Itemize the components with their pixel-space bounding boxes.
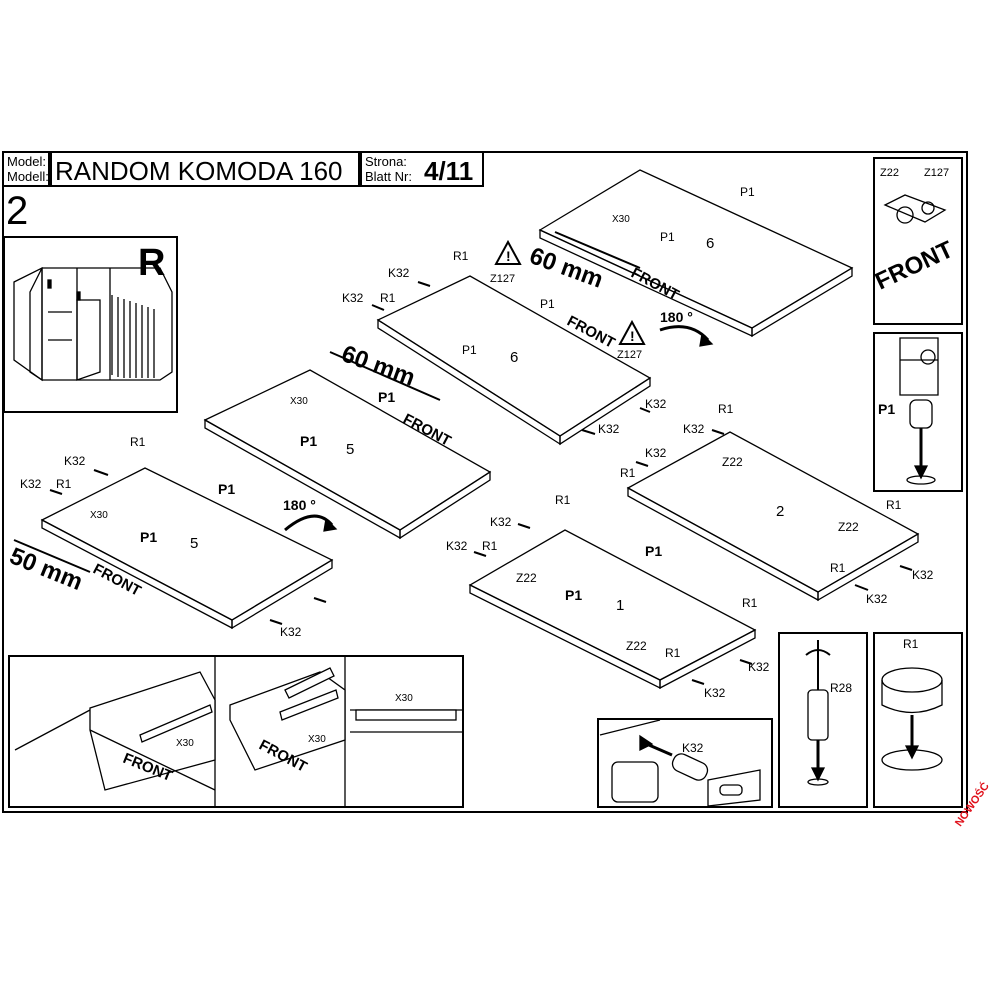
panel-number-6: 6 <box>510 349 518 366</box>
rotate-180-left: 180 ° <box>283 497 316 513</box>
k32-label: K32 <box>490 515 512 529</box>
preview-side-label: R <box>138 242 165 284</box>
drawing-frame <box>2 151 968 813</box>
k32-label: K32 <box>64 454 86 468</box>
r1-label: R1 <box>830 561 846 575</box>
z127-label: Z127 <box>490 273 515 285</box>
panel-number-6-top: 6 <box>706 235 714 252</box>
title-cell <box>50 151 360 187</box>
z22-detail-box <box>873 157 963 325</box>
p1-label: P1 <box>218 481 235 497</box>
k32-label: K32 <box>342 291 364 305</box>
r1-label: R1 <box>742 596 758 610</box>
k32-label: K32 <box>598 422 620 436</box>
k32-label: K32 <box>645 397 667 411</box>
x30-label: X30 <box>176 738 194 749</box>
p1-label: P1 <box>740 185 755 199</box>
dim-60mm-middle: 60 mm <box>338 340 419 391</box>
panel-number-5-upper: 5 <box>346 441 354 458</box>
k32-label: K32 <box>20 477 42 491</box>
z22-label: Z22 <box>838 520 859 534</box>
x30-label: X30 <box>290 396 308 407</box>
x30-label: X30 <box>612 214 630 225</box>
z22-detail-label: Z22 <box>880 167 899 179</box>
k32-label: K32 <box>912 568 934 582</box>
k32-detail-label: K32 <box>682 741 704 755</box>
panel-number-1: 1 <box>616 597 624 614</box>
r1-label: R1 <box>482 539 498 553</box>
k32-dowels <box>49 281 913 685</box>
step-number: 2 <box>6 189 29 233</box>
z22-label: Z22 <box>626 639 647 653</box>
z127-label: Z127 <box>617 349 642 361</box>
sheet-cell: Strona: Blatt Nr: <box>360 151 484 187</box>
k32-label: K32 <box>280 625 302 639</box>
p1-label: P1 <box>378 389 395 405</box>
k32-label: K32 <box>683 422 705 436</box>
rotate-180-right: 180 ° <box>660 309 693 325</box>
warning-mark: ! <box>506 248 511 264</box>
panel-number-5-lower: 5 <box>190 535 198 552</box>
k32-label: K32 <box>704 686 726 700</box>
r1-label: R1 <box>886 498 902 512</box>
p1-label: P1 <box>565 587 582 603</box>
modell-label: Modell: <box>7 169 49 184</box>
blatt-label: Blatt Nr: <box>365 169 412 184</box>
k32-label: K32 <box>748 660 770 674</box>
warning-icons <box>494 239 646 345</box>
r1-label: R1 <box>380 291 396 305</box>
warning-mark: ! <box>630 328 635 344</box>
r1-label: R1 <box>453 249 469 263</box>
panel-1 <box>468 529 757 681</box>
dim-50mm: 50 mm <box>6 543 87 597</box>
z22-label: Z22 <box>722 455 743 469</box>
sheet-number: 4/11 <box>424 156 474 186</box>
p1-label: P1 <box>300 433 317 449</box>
r1-label: R1 <box>665 646 681 660</box>
z22-label: Z22 <box>516 571 537 585</box>
model-label: Model: <box>7 154 47 169</box>
r1-label: R1 <box>555 493 571 507</box>
r1-label: R1 <box>56 477 72 491</box>
r1-detail-box <box>873 632 963 808</box>
p1-label: P1 <box>645 543 662 559</box>
r1-label: R1 <box>718 402 734 416</box>
r28-label: R28 <box>830 681 852 695</box>
x30-label: X30 <box>308 734 326 745</box>
panel-5-lower <box>40 467 334 621</box>
x30-label: X30 <box>90 510 108 521</box>
strona-label: Strona: <box>365 154 407 169</box>
k32-label: K32 <box>388 266 410 280</box>
p1-detail-label: P1 <box>878 401 895 417</box>
r1-detail-label: R1 <box>903 637 919 651</box>
p1-label: P1 <box>660 230 675 244</box>
model-label-cell: Model: Modell: <box>2 151 50 187</box>
k32-label: K32 <box>866 592 888 606</box>
p1-label: P1 <box>140 529 157 545</box>
r1-label: R1 <box>130 435 146 449</box>
model-title: RANDOM KOMODA 160 <box>55 156 343 186</box>
x30-label: X30 <box>395 693 413 704</box>
r1-label: R1 <box>620 466 636 480</box>
cabinet-preview <box>13 266 173 382</box>
k32-label: K32 <box>446 539 468 553</box>
k32-label: K32 <box>645 446 667 460</box>
p1-label: P1 <box>540 297 555 311</box>
z127-detail-label: Z127 <box>924 167 949 179</box>
panel-number-2: 2 <box>776 503 784 520</box>
front-label-z22-detail: FRONT <box>871 236 958 296</box>
p1-label: P1 <box>462 343 477 357</box>
